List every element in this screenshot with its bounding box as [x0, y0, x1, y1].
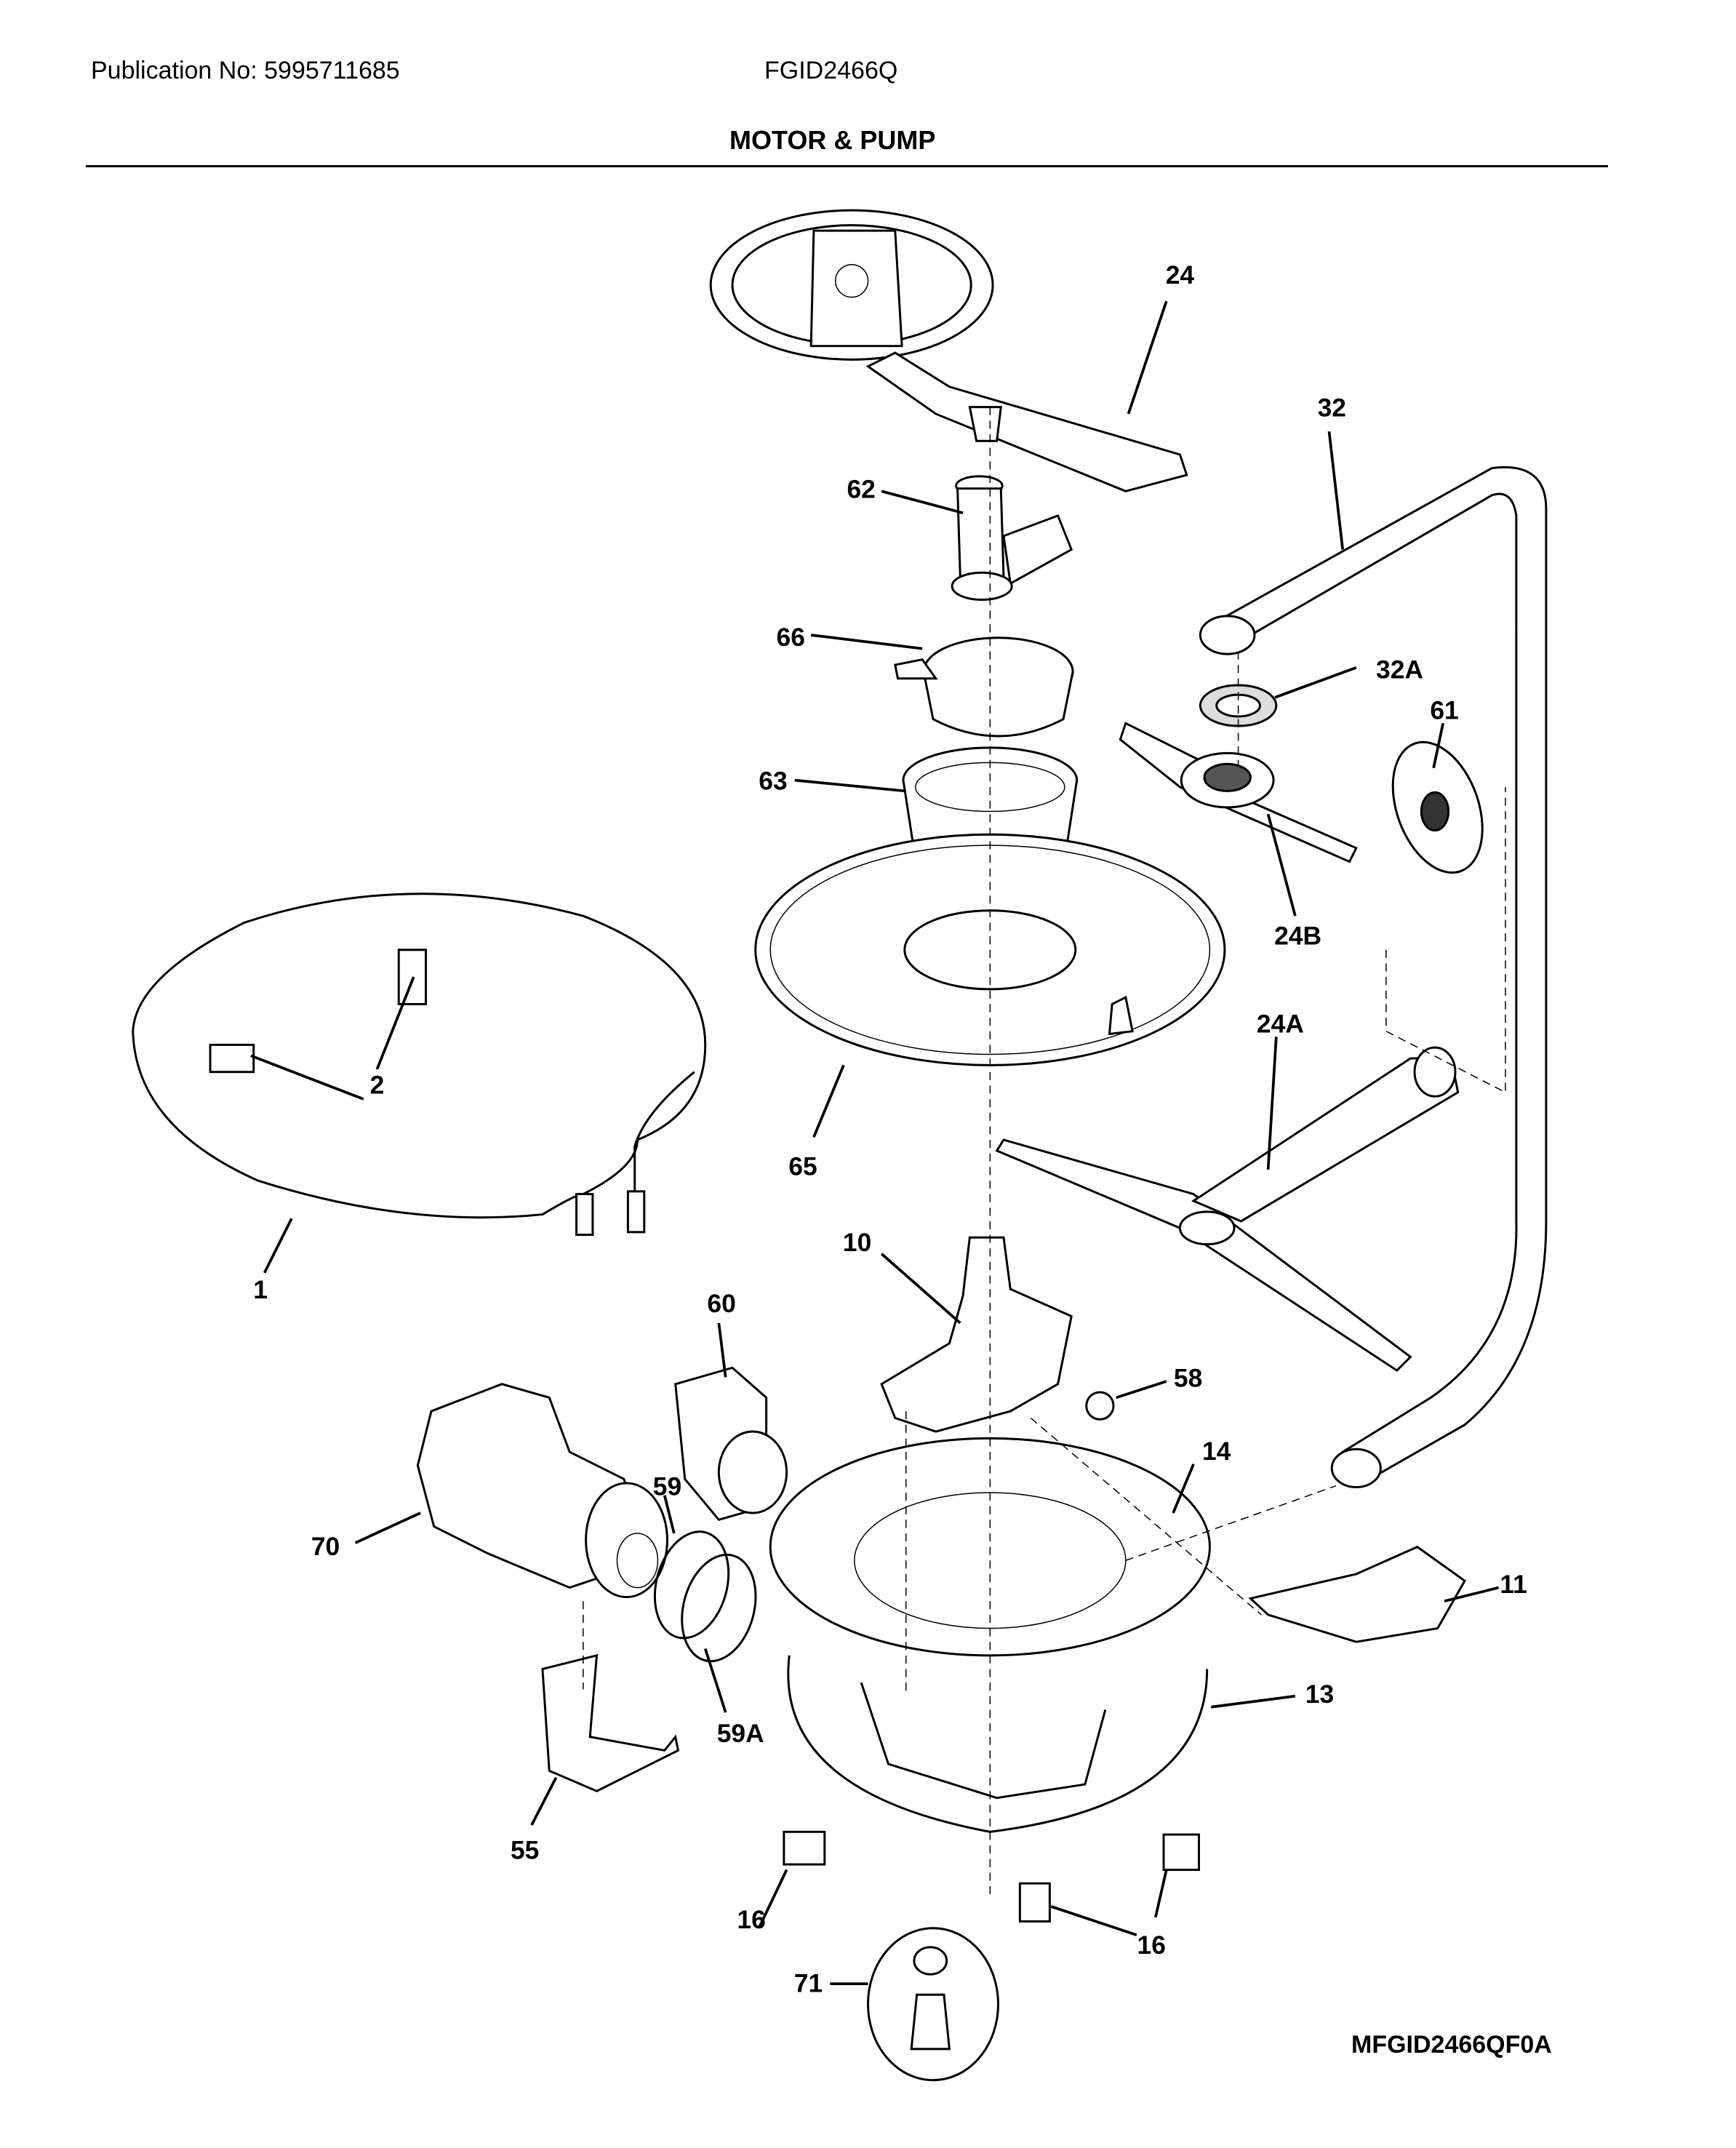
heater-clips-drawing — [209, 949, 428, 1074]
upper-spray-arm-drawing — [709, 209, 1188, 492]
callout-11: 11 — [1500, 1570, 1527, 1599]
spray-arm-support-drawing — [880, 1236, 1073, 1433]
ball-drawing — [1085, 1391, 1115, 1421]
callout-59: 59 — [653, 1472, 681, 1501]
o-ring-drawing — [653, 1530, 730, 1640]
clamp-right-drawing — [1162, 1833, 1201, 1872]
callout-55: 55 — [511, 1836, 539, 1865]
header-divider — [86, 165, 1608, 167]
callout-16-left: 16 — [737, 1905, 765, 1934]
callout-60: 60 — [707, 1289, 735, 1318]
callout-10: 10 — [843, 1228, 871, 1257]
callout-63: 63 — [759, 767, 787, 796]
callout-24b: 24B — [1274, 921, 1321, 950]
clamp-center-drawing — [1018, 1882, 1051, 1923]
water-supply-tube-drawing — [1199, 466, 1548, 1489]
heating-element-drawing — [132, 893, 707, 1237]
callout-58: 58 — [1174, 1363, 1202, 1392]
middle-spray-arm-drawing — [1119, 722, 1358, 863]
publication-number: Publication No: 5995711685 — [91, 57, 400, 84]
motor-bracket-drawing — [541, 1653, 680, 1793]
figure-code: MFGID2466QF0A — [1351, 2031, 1552, 2059]
filter-cap-drawing — [894, 636, 1074, 738]
callout-24: 24 — [1166, 260, 1195, 290]
spray-arm-mount-drawing — [951, 475, 1073, 602]
section-title: MOTOR & PUMP — [729, 125, 936, 155]
sensor-drawing — [867, 1927, 1000, 2082]
callout-32a: 32A — [1376, 655, 1423, 684]
callout-2: 2 — [370, 1071, 385, 1100]
clamp-left-drawing — [783, 1830, 826, 1866]
gasket-disc-drawing — [1391, 740, 1484, 874]
callout-59a: 59A — [717, 1719, 764, 1748]
callout-66: 66 — [777, 623, 805, 652]
callout-70: 70 — [311, 1532, 340, 1561]
callout-14: 14 — [1202, 1437, 1231, 1466]
model-number: FGID2466Q — [764, 57, 898, 84]
shield-drawing — [1248, 1545, 1466, 1643]
callout-32: 32 — [1318, 394, 1346, 423]
callout-62: 62 — [847, 475, 875, 504]
callout-65: 65 — [788, 1151, 817, 1181]
drain-pump-drawing — [674, 1366, 788, 1522]
circulation-motor-drawing — [416, 1383, 668, 1599]
lower-spray-arm-drawing — [995, 1046, 1460, 1373]
callout-61: 61 — [1430, 696, 1458, 725]
o-ring-large-drawing — [681, 1553, 757, 1663]
callout-13: 13 — [1305, 1680, 1334, 1709]
callout-24a: 24A — [1257, 1010, 1304, 1039]
callout-71: 71 — [794, 1968, 823, 1997]
callout-1: 1 — [253, 1275, 268, 1304]
callout-16-right: 16 — [1137, 1931, 1166, 1960]
